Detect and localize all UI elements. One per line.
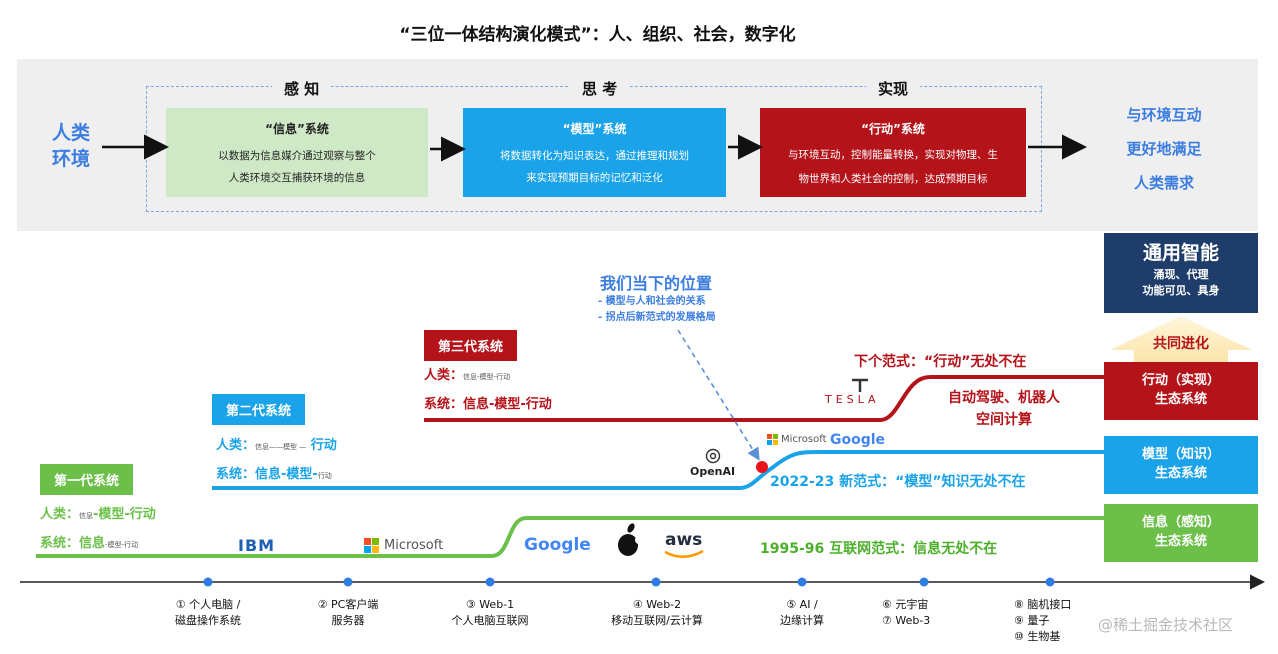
ibm-logo: IBM: [238, 536, 276, 555]
action-examples: 自动驾驶、机器人 空间计算: [948, 390, 1060, 428]
microsoft-small-logo: Microsoft: [781, 434, 827, 445]
general-intelligence-box: 通用智能 涌现、代理 功能可见、具身: [1104, 233, 1258, 313]
current-position-arrow: [677, 329, 760, 461]
timeline-dot-4: [651, 577, 661, 587]
microsoft-small-icon: [767, 434, 778, 445]
current-position-dot: [756, 461, 768, 473]
goal-line-3: 人类需求: [1133, 174, 1194, 192]
gen2-system-line: 系统：信息-模型-行动: [216, 467, 332, 482]
gen1-label: 第一代系统: [40, 464, 134, 495]
coevolve-label: 共同进化: [1153, 336, 1209, 352]
gen2-blue-curve: [212, 450, 1104, 490]
timeline-label-6: ⑥ 元宇宙 ⑦ Web-3: [882, 598, 931, 627]
next-paradigm-text: 下个范式：“行动”无处不在: [854, 354, 1027, 370]
gen1-system-line: 系统：信息-模型-行动: [40, 536, 139, 551]
gen1-human-line: 人类：信息-模型-行动: [40, 507, 156, 522]
openai-icon: [705, 448, 721, 464]
stage-think: 思 考: [570, 78, 630, 99]
timeline-label-1: ① 个人电脑 / 磁盘操作系统: [175, 598, 241, 627]
info-ecosystem-box: 信息（感知） 生态系统: [1104, 504, 1258, 562]
gen3-label: 第三代系统: [424, 330, 518, 361]
google-small-logo: Google: [830, 432, 886, 448]
paradigm-1995-text: 1995-96 互联网范式：信息无处不在: [760, 541, 998, 557]
timeline-label-3: ③ Web-1 个人电脑互联网: [451, 598, 529, 627]
microsoft-logo: Microsoft: [384, 538, 444, 553]
model-ecosystem-box: 模型（知识） 生态系统: [1104, 436, 1258, 494]
timeline-dot-6: [919, 577, 929, 587]
tesla-logo: TESLA: [825, 393, 880, 406]
gen3-human-line: 人类：信息-模型-行动: [424, 368, 511, 383]
human-environment-label: 人类 环境: [51, 122, 90, 170]
aws-logo: aws: [665, 530, 703, 550]
page-title: “三位一体结构演化模式”：人、组织、社会，数字化: [399, 25, 796, 45]
timeline-dot-5: [797, 577, 807, 587]
gen2-label: 第二代系统: [212, 394, 306, 425]
goal-line-2: 更好地满足: [1126, 140, 1202, 158]
google-logo: Google: [524, 535, 591, 555]
watermark: @稀土掘金技术社区: [1098, 616, 1234, 634]
current-position-items: - 模型与人和社会的关系 - 拐点后新范式的发展格局: [598, 296, 716, 323]
gen2-human-line: 人类：信息——模型 — 行动: [216, 438, 337, 453]
model-system-box: “模型”系统 将数据转化为知识表达，通过推理和规划 来实现预期目标的记忆和泛化: [463, 108, 726, 197]
information-system-box: “信息”系统 以数据为信息媒介通过观察与整个 人类环境交互捕获环境的信息: [166, 108, 428, 197]
paradigm-2022-text: 2022-23 新范式：“模型”知识无处不在: [770, 474, 1026, 490]
timeline-dot-2: [343, 577, 353, 587]
timeline-label-7: ⑧ 脑机接口 ⑨ 量子 ⑩ 生物基: [1014, 598, 1072, 643]
action-system-box: “行动”系统 与环境互动，控制能量转换，实现对物理、生 物世界和人类社会的控制，…: [760, 108, 1026, 197]
timeline-label-4: ④ Web-2 移动互联网/云计算: [611, 598, 703, 627]
stage-realize: 实现: [866, 78, 921, 99]
timeline-dot-3: [485, 577, 495, 587]
current-position-title: 我们当下的位置: [600, 274, 713, 293]
gen3-system-line: 系统：信息-模型-行动: [424, 397, 552, 412]
timeline-label-5: ⑤ AI / 边缘计算: [780, 598, 824, 627]
timeline-dot-7: [1045, 577, 1055, 587]
coevolve-up-arrow: [1110, 316, 1252, 366]
tesla-icon: [852, 378, 868, 392]
openai-logo: OpenAI: [690, 465, 736, 478]
timeline-label-2: ② PC客户端 服务器: [317, 598, 379, 627]
aws-smile-icon: [664, 549, 704, 558]
microsoft-icon: [364, 538, 379, 553]
goal-line-1: 与环境互动: [1126, 106, 1202, 124]
timeline-dot-1: [203, 577, 213, 587]
stage-perceive: 感 知: [272, 78, 332, 99]
gen1-green-curve: [36, 516, 1104, 558]
apple-icon: [618, 523, 643, 556]
gen3-red-curve: [424, 375, 1104, 422]
action-ecosystem-box: 行动（实现） 生态系统: [1104, 362, 1258, 420]
